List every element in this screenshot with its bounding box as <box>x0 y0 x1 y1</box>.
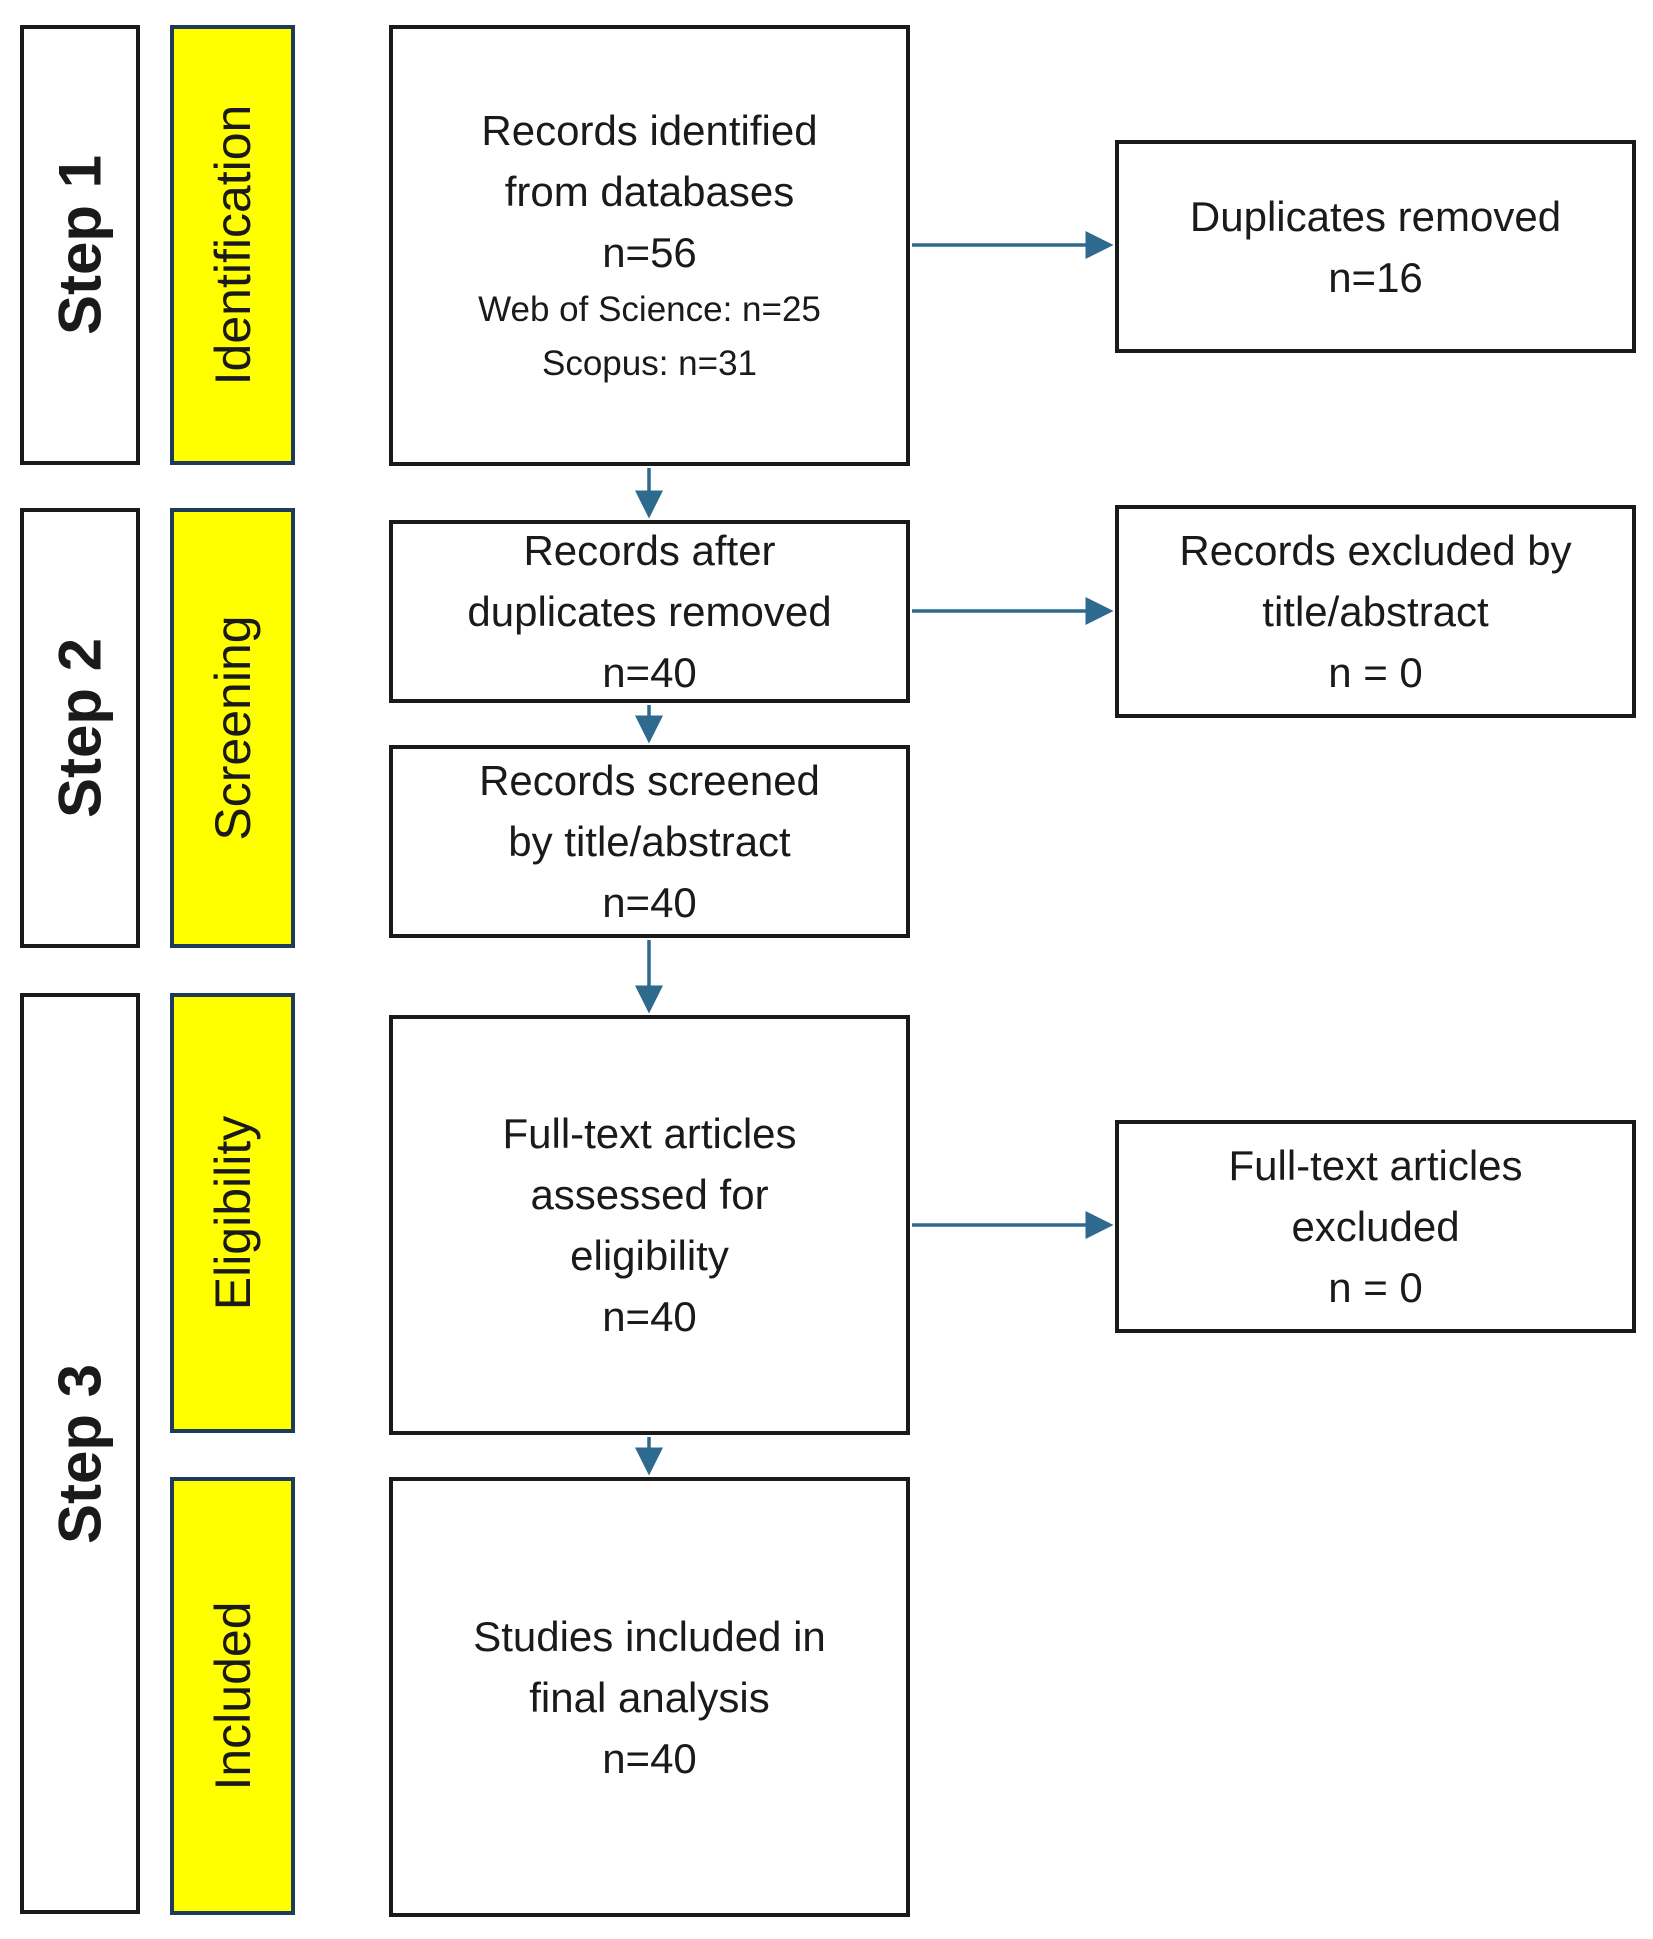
records-excluded-line2: title/abstract <box>1262 588 1489 635</box>
records-after-duplicates-line1: Records after <box>523 527 776 574</box>
fulltext-excluded-line2: excluded <box>1291 1203 1460 1250</box>
records-excluded-title-abstract-box: Records excluded by title/abstract n = 0 <box>1115 505 1636 718</box>
fulltext-excluded-count: n = 0 <box>1328 1264 1423 1311</box>
records-screened-box: Records screened by title/abstract n=40 <box>389 745 910 938</box>
records-screened-line2: by title/abstract <box>508 818 791 865</box>
records-screened-count: n=40 <box>602 879 697 926</box>
stage-included-box: Included <box>170 1477 295 1915</box>
records-screened-line1: Records screened <box>479 757 820 804</box>
records-after-duplicates-line2: duplicates removed <box>467 588 832 635</box>
fulltext-assessed-line2: assessed for <box>530 1171 769 1218</box>
fulltext-assessed-box: Full-text articles assessed for eligibil… <box>389 1015 910 1435</box>
duplicates-removed-label: Duplicates removed <box>1189 192 1562 240</box>
stage-screening-box: Screening <box>170 508 295 948</box>
fulltext-assessed-line1: Full-text articles <box>502 1110 797 1157</box>
records-excluded-line1: Records excluded by <box>1179 527 1572 574</box>
fulltext-excluded-line1: Full-text articles <box>1228 1142 1523 1189</box>
source-scopus: Scopus: n=31 <box>541 344 758 383</box>
source-web-of-science: Web of Science: n=25 <box>478 290 821 329</box>
step-2-box: Step 2 <box>20 508 140 948</box>
studies-included-count: n=40 <box>602 1734 697 1782</box>
duplicates-removed-count: n=16 <box>1328 253 1423 301</box>
records-excluded-count: n = 0 <box>1328 649 1423 696</box>
duplicates-removed-box: Duplicates removed n=16 <box>1115 140 1636 353</box>
step-1-box: Step 1 <box>20 25 140 465</box>
stage-eligibility-box: Eligibility <box>170 993 295 1433</box>
step-3-box: Step 3 <box>20 993 140 1914</box>
stage-identification-box: Identification <box>170 25 295 465</box>
fulltext-assessed-line3: eligibility <box>570 1232 729 1279</box>
fulltext-excluded-box: Full-text articles excluded n = 0 <box>1115 1120 1636 1333</box>
studies-included-line2: final analysis <box>529 1673 770 1721</box>
records-after-duplicates-count: n=40 <box>602 649 697 696</box>
studies-included-line1: Studies included in <box>473 1612 826 1660</box>
records-identified-line1: Records identified <box>481 107 818 154</box>
records-identified-line2: from databases <box>504 168 795 215</box>
records-identified-count: n=56 <box>602 229 697 276</box>
records-after-duplicates-box: Records after duplicates removed n=40 <box>389 520 910 703</box>
fulltext-assessed-count: n=40 <box>602 1293 697 1340</box>
records-identified-box: Records identified from databases n=56 W… <box>389 25 910 466</box>
studies-included-box: Studies included in final analysis n=40 <box>389 1477 910 1917</box>
